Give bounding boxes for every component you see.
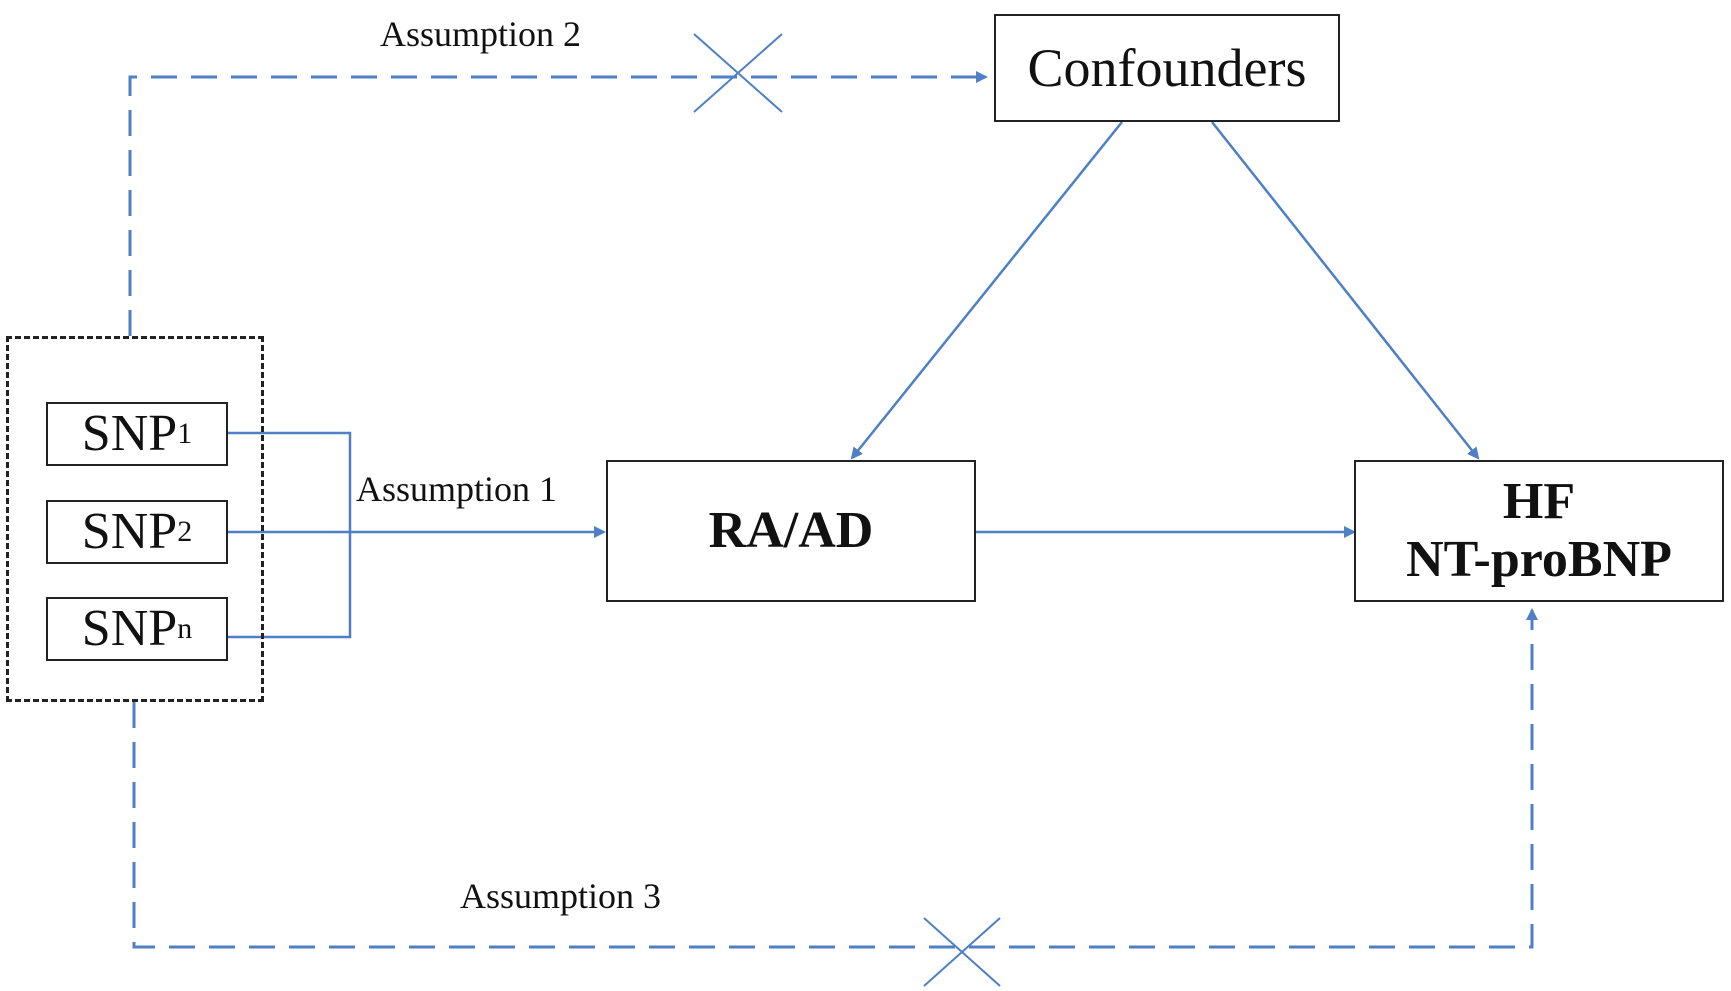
outcome-label-line1: HF — [1502, 472, 1576, 530]
assumption-2-dashed-path — [128, 71, 988, 336]
snp-group-dashed-box — [6, 336, 264, 702]
assumption-1-label: Assumption 1 — [356, 469, 558, 509]
assumption-3-blocked-cross-icon — [923, 917, 1001, 987]
assumption-3-label: Assumption 3 — [460, 876, 662, 916]
assumption-2-label: Assumption 2 — [380, 14, 582, 54]
snp-n-subscript: n — [177, 612, 193, 645]
assumption-2-blocked-cross-icon — [693, 33, 783, 113]
snp-1-subscript: 1 — [177, 417, 193, 450]
snp-bracket-connector — [228, 431, 352, 639]
confounders-to-outcome-arrow — [1211, 121, 1480, 460]
confounders-node: Confounders — [994, 14, 1340, 122]
confounders-label: Confounders — [1027, 38, 1307, 98]
exposure-label: RA/AD — [708, 501, 874, 559]
exposure-node: RA/AD — [606, 460, 976, 602]
snp-2-base: SNP — [81, 503, 178, 560]
snp-2-subscript: 2 — [177, 515, 193, 548]
outcome-label-line2: NT-proBNP — [1406, 531, 1672, 588]
confounders-to-exposure-arrow — [850, 121, 1123, 460]
assumption-3-dashed-path — [132, 608, 1538, 949]
outcome-node: HF NT-proBNP — [1354, 460, 1724, 602]
snp-1-base: SNP — [81, 405, 178, 462]
snp-n-base: SNP — [81, 600, 178, 657]
